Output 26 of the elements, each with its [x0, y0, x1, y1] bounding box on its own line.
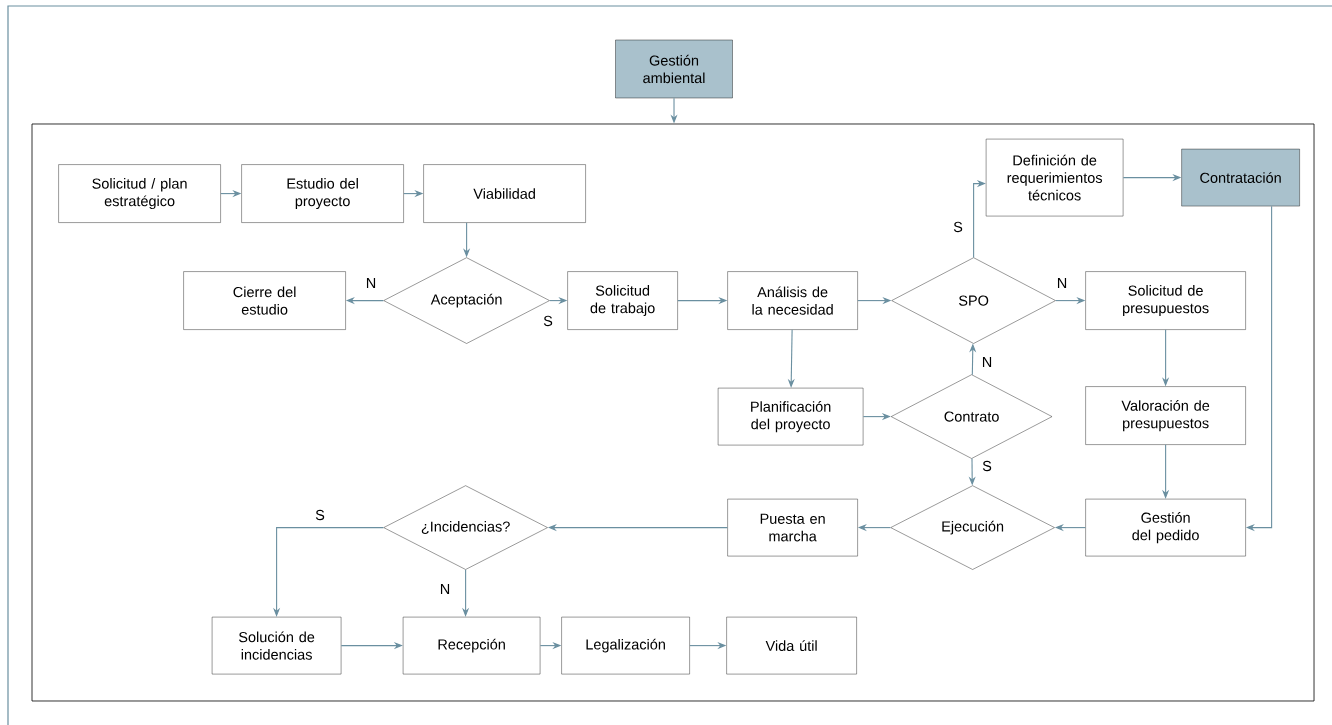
process-box: Valoración de presupuestos — [1085, 386, 1246, 445]
process-box: Solicitud de trabajo — [567, 271, 678, 330]
process-box: Legalización — [561, 616, 690, 675]
process-box: Planificación del proyecto — [717, 387, 864, 446]
process-box: Gestión del pedido — [1085, 498, 1246, 557]
edge-label: S — [314, 508, 326, 522]
process-box: Cierre del estudio — [183, 271, 346, 330]
process-box: Vida útil — [726, 616, 857, 675]
process-box: Estudio del proyecto — [241, 164, 404, 223]
process-box: Gestión ambiental — [615, 39, 733, 99]
process-box: Recepción — [402, 616, 541, 675]
edge-label: N — [980, 356, 994, 368]
edge-label: N — [438, 583, 452, 595]
edge-label: N — [1055, 277, 1069, 289]
process-frame — [31, 123, 1315, 702]
process-box: Definición de requerimientos técnicos — [985, 138, 1124, 217]
process-box: Viabilidad — [423, 164, 586, 223]
process-box: Solicitud de presupuestos — [1085, 271, 1246, 330]
edge-label: S — [952, 220, 964, 234]
process-box: Solicitud / plan estratégico — [58, 164, 221, 223]
process-box: Puesta en marcha — [727, 498, 858, 557]
process-box: Contratación — [1181, 148, 1300, 207]
process-box: Solución de incidencias — [211, 616, 342, 675]
edge-label: S — [981, 459, 993, 473]
edge-label: N — [364, 277, 378, 289]
process-box: Análisis de la necesidad — [727, 271, 858, 330]
